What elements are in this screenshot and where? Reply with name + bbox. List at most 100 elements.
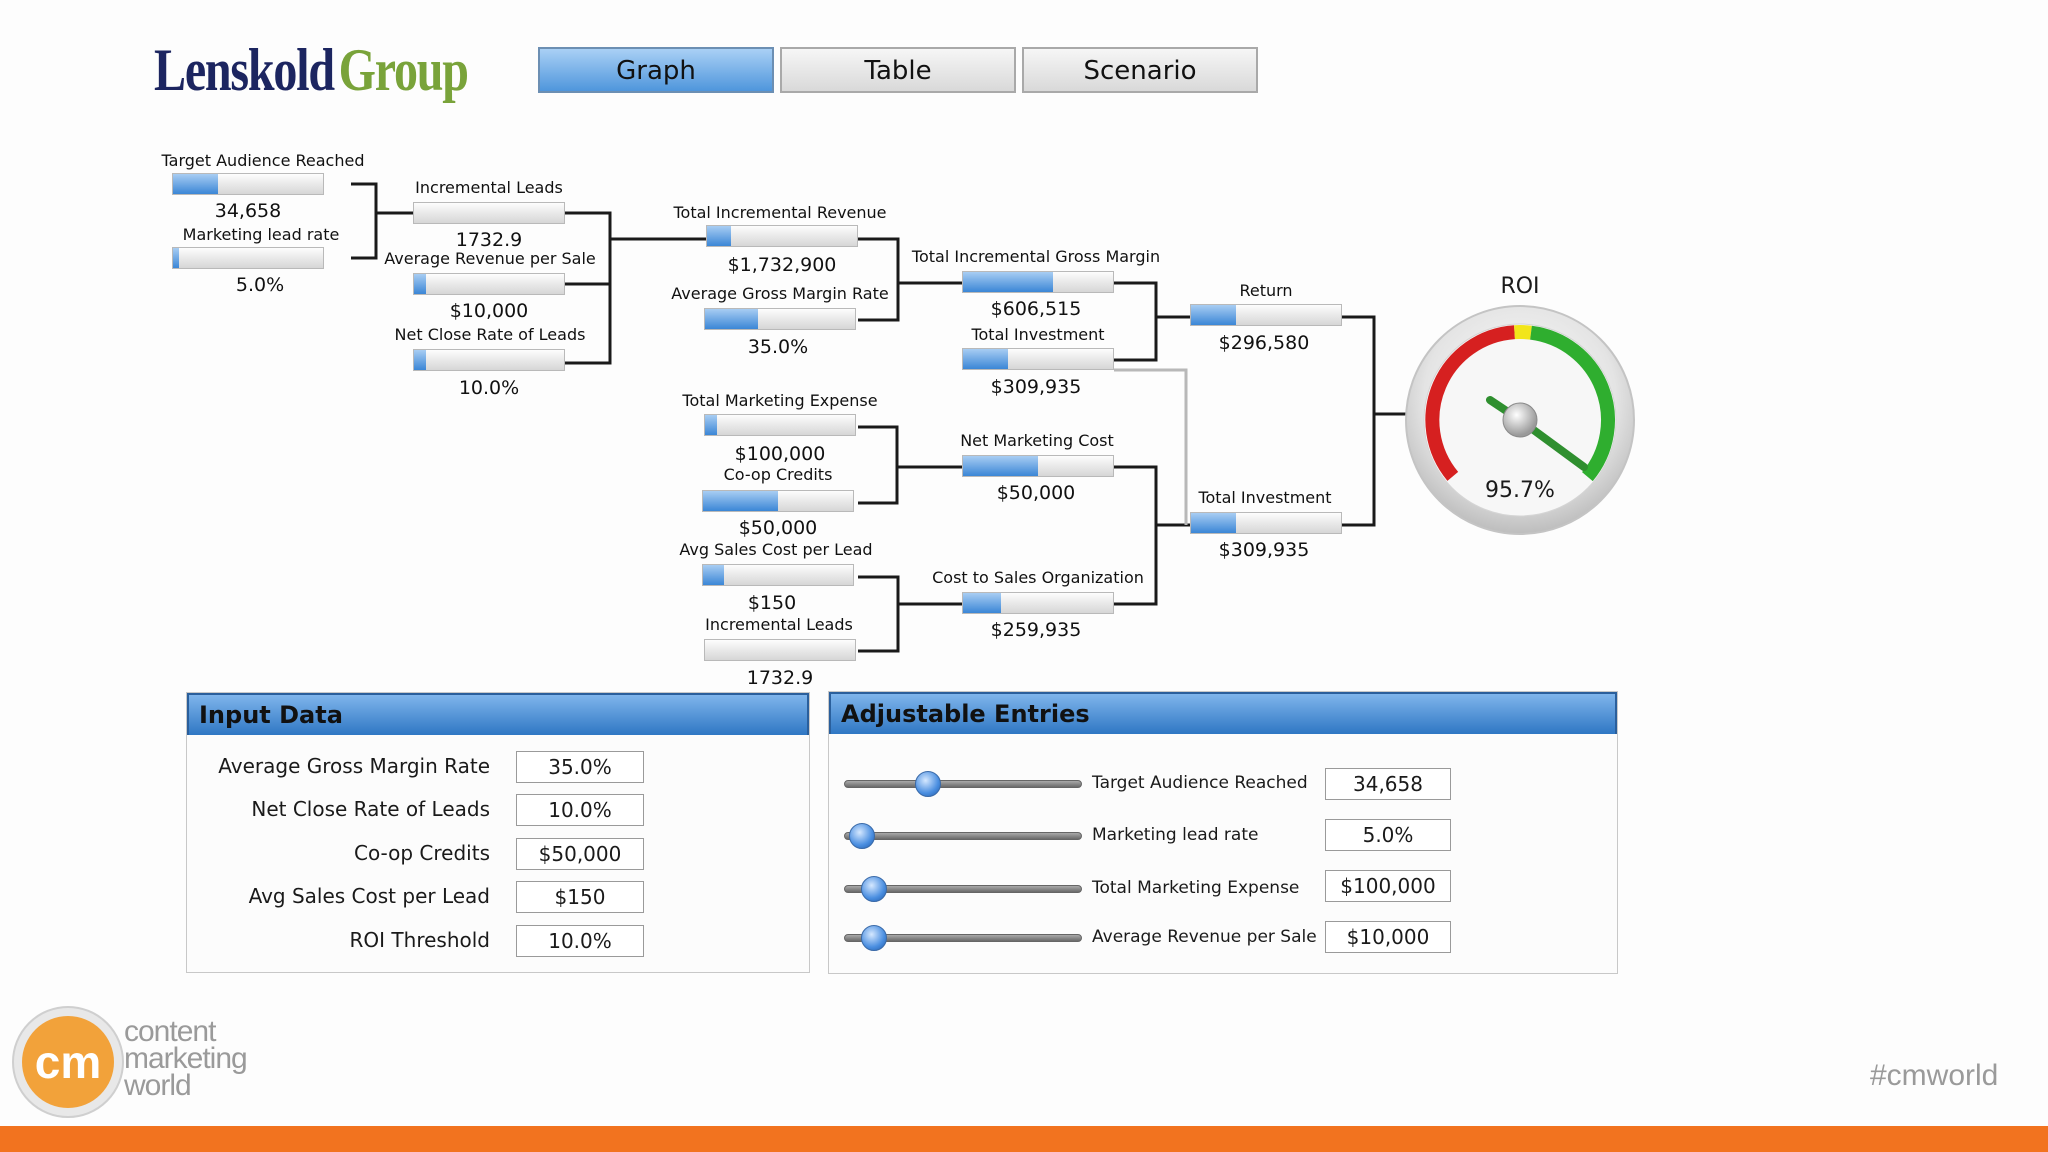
bar-total-incremental-gross-margin (962, 271, 1114, 293)
hashtag: #cmworld (1870, 1059, 1999, 1092)
adjust-input-avg-revenue-per-sale[interactable]: $10,000 (1325, 921, 1451, 953)
input-panel-header: Input Data (187, 693, 809, 735)
adjust-input-total-marketing-expense[interactable]: $100,000 (1325, 870, 1451, 902)
bar-fill (703, 491, 778, 511)
tab-scenario[interactable]: Scenario (1022, 47, 1258, 93)
slider-knob-avg-revenue-per-sale[interactable] (861, 925, 887, 951)
slider-label-lead-rate: Marketing lead rate (1092, 825, 1259, 845)
logo-text-lenskold: Lenskold (154, 37, 335, 103)
svg-text:cm: cm (35, 1036, 101, 1088)
node-value-incremental-leads-lower: 1732.9 (746, 667, 814, 689)
brand-line-marketing: marketing (124, 1042, 248, 1075)
node-value-lead-rate: 5.0% (235, 274, 285, 296)
adjust-panel-header: Adjustable Entries (829, 692, 1617, 734)
node-label-incremental-leads: Incremental Leads (415, 178, 563, 197)
tab-graph[interactable]: Graph (538, 47, 774, 93)
input-panel-title: Input Data (199, 701, 343, 729)
adjust-input-target-audience[interactable]: 34,658 (1325, 768, 1451, 800)
slider-label-total-marketing-expense: Total Marketing Expense (1092, 878, 1300, 898)
input-net-close-rate[interactable]: 10.0% (516, 794, 644, 826)
bar-net-marketing-cost (962, 455, 1114, 477)
node-value-net-close-rate: 10.0% (458, 377, 520, 399)
bar-coop-credits (702, 490, 854, 512)
bar-fill (963, 272, 1053, 292)
cmworld-logo-icon: cm (12, 1006, 124, 1118)
node-label-incremental-leads-lower: Incremental Leads (705, 615, 853, 634)
slider-track-target-audience[interactable] (844, 780, 1082, 788)
slider-label-target-audience: Target Audience Reached (1092, 773, 1308, 793)
bar-fill (707, 226, 731, 246)
roi-gauge (1405, 305, 1635, 535)
slider-track-avg-revenue-per-sale[interactable] (844, 934, 1082, 942)
bar-avg-gross-margin-rate (704, 308, 856, 330)
bar-fill (963, 349, 1008, 369)
input-label-roi-threshold: ROI Threshold (349, 928, 490, 952)
node-label-total-incremental-revenue: Total Incremental Revenue (673, 203, 887, 222)
bar-avg-revenue-per-sale (413, 273, 565, 295)
bar-fill (703, 565, 724, 585)
node-value-incremental-leads: 1732.9 (455, 229, 523, 251)
slider-knob-total-marketing-expense[interactable] (861, 876, 887, 902)
slider-knob-lead-rate[interactable] (849, 823, 875, 849)
node-label-return: Return (1239, 281, 1293, 300)
bar-return (1190, 304, 1342, 326)
node-value-avg-revenue-per-sale: $10,000 (449, 300, 529, 322)
node-label-avg-gross-margin-rate: Average Gross Margin Rate (671, 284, 889, 303)
bar-fill (963, 593, 1001, 613)
bar-fill (414, 350, 426, 370)
node-label-target-audience: Target Audience Reached (161, 151, 365, 170)
brand-line-content: content (124, 1015, 216, 1048)
node-value-cost-to-sales-org: $259,935 (990, 619, 1082, 641)
node-value-total-investment-lower: $309,935 (1218, 539, 1310, 561)
tab-table[interactable]: Table (780, 47, 1016, 93)
node-label-total-marketing-expense: Total Marketing Expense (682, 391, 878, 410)
bar-net-close-rate (413, 349, 565, 371)
brand-line-world: world (124, 1069, 192, 1102)
bar-incremental-leads (413, 202, 565, 224)
bar-fill (963, 456, 1038, 476)
input-label-avg-gross-margin-rate: Average Gross Margin Rate (218, 754, 490, 778)
node-label-net-close-rate: Net Close Rate of Leads (394, 325, 586, 344)
bar-total-investment-upper (962, 348, 1114, 370)
bar-total-marketing-expense (704, 414, 856, 436)
node-value-total-incremental-gross-margin: $606,515 (990, 298, 1082, 320)
node-label-cost-to-sales-org: Cost to Sales Organization (932, 568, 1144, 587)
node-value-target-audience: 34,658 (214, 200, 282, 222)
roi-value: 95.7% (1485, 478, 1555, 503)
lenskold-logo: LenskoldGroup (154, 30, 469, 110)
bar-lead-rate (172, 247, 324, 269)
node-label-avg-revenue-per-sale: Average Revenue per Sale (384, 249, 596, 268)
node-label-coop-credits: Co-op Credits (723, 465, 833, 484)
node-label-total-investment-lower: Total Investment (1198, 488, 1332, 507)
roi-title: ROI (1500, 274, 1540, 299)
bar-fill (414, 274, 426, 294)
bar-fill (705, 415, 717, 435)
bar-incremental-leads-lower (704, 639, 856, 661)
bar-avg-sales-cost-per-lead (702, 564, 854, 586)
node-label-avg-sales-cost-per-lead: Avg Sales Cost per Lead (679, 540, 873, 559)
input-avg-gross-margin-rate[interactable]: 35.0% (516, 751, 644, 783)
input-avg-sales-cost[interactable]: $150 (516, 881, 644, 913)
bar-fill (173, 248, 179, 268)
bar-fill (1191, 513, 1236, 533)
node-label-total-incremental-gross-margin: Total Incremental Gross Margin (911, 247, 1161, 266)
input-data-panel: Input Data (186, 692, 810, 973)
cmworld-brand-text: content marketing world (124, 1015, 248, 1102)
adjust-input-lead-rate[interactable]: 5.0% (1325, 819, 1451, 851)
slider-track-total-marketing-expense[interactable] (844, 885, 1082, 893)
logo-text-group: Group (338, 37, 469, 103)
node-value-total-marketing-expense: $100,000 (734, 443, 826, 465)
input-roi-threshold[interactable]: 10.0% (516, 925, 644, 957)
node-value-coop-credits: $50,000 (738, 517, 818, 539)
input-coop-credits[interactable]: $50,000 (516, 838, 644, 870)
node-value-net-marketing-cost: $50,000 (996, 482, 1076, 504)
slider-knob-target-audience[interactable] (915, 771, 941, 797)
node-value-return: $296,580 (1218, 332, 1310, 354)
node-label-net-marketing-cost: Net Marketing Cost (960, 431, 1114, 450)
footer-accent-bar (0, 1126, 2048, 1152)
slider-track-lead-rate[interactable] (844, 832, 1082, 840)
input-label-coop-credits: Co-op Credits (353, 841, 490, 865)
node-value-total-incremental-revenue: $1,732,900 (727, 254, 837, 276)
node-label-total-investment-upper: Total Investment (971, 325, 1105, 344)
